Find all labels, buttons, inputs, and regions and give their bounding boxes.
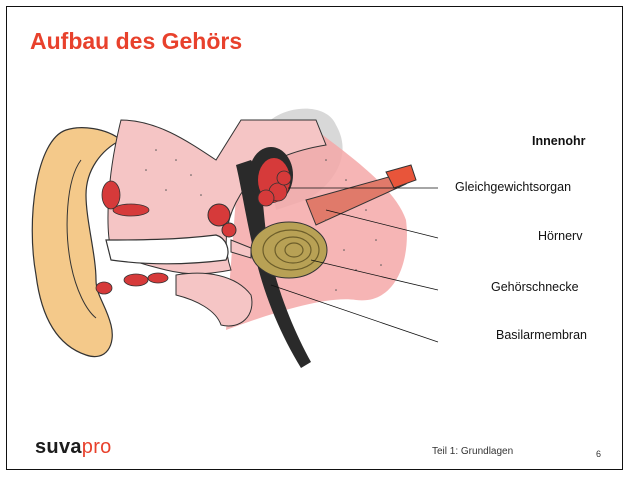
- label-basilarmembran: Basilarmembran: [496, 328, 587, 342]
- label-hoernerv: Hörnerv: [538, 229, 582, 243]
- ear-canal: [106, 235, 228, 264]
- innenohr-heading: Innenohr: [532, 134, 585, 148]
- label-gehoerschnecke: Gehörschnecke: [491, 280, 579, 294]
- page-number: 6: [596, 449, 601, 459]
- vestibule-2: [258, 190, 274, 206]
- footer-text: Teil 1: Grundlagen: [432, 446, 513, 457]
- ossicle-anvil: [222, 223, 236, 237]
- tissue-patch-3: [124, 274, 148, 286]
- tissue-patch-5: [96, 282, 112, 294]
- tissue-patch-4: [148, 273, 168, 283]
- vestibule-3: [277, 171, 291, 185]
- label-gleichgewichtsorgan: Gleichgewichtsorgan: [455, 180, 571, 194]
- suvapro-logo: suvapro: [35, 436, 112, 459]
- tissue-patch-1: [113, 204, 149, 216]
- ossicle-hammer: [208, 204, 230, 226]
- slide-title: Aufbau des Gehörs: [30, 28, 242, 55]
- tissue-patch-2: [102, 181, 120, 209]
